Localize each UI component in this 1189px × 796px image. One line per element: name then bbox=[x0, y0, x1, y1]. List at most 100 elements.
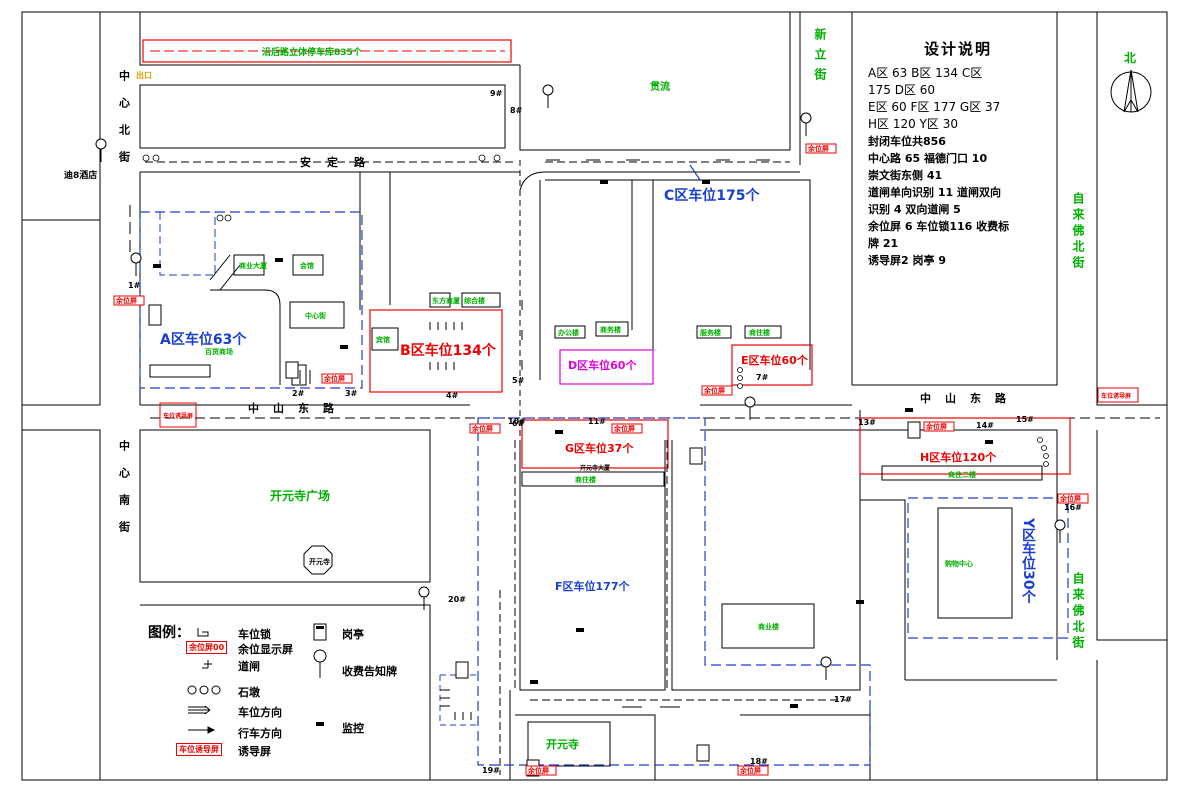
zone-a-outline bbox=[139, 211, 363, 389]
building-b5: 宾馆 bbox=[376, 335, 390, 344]
pagoda-label: 开元寺 bbox=[309, 557, 330, 566]
zone-e-outline bbox=[731, 344, 813, 386]
lock-icon bbox=[197, 628, 209, 637]
building-b6: 东方商厦 bbox=[432, 296, 461, 305]
gate-15: 15# bbox=[1016, 415, 1034, 424]
guide-screen-1: 车位诱导屏 bbox=[163, 412, 193, 420]
design-note-line: 封闭车位共856 bbox=[868, 135, 946, 148]
remain-screens: 余位屏 余位屏 余位屏 余位屏 余位屏 余位屏 余位屏 余位屏 余位屏 余位屏 … bbox=[113, 143, 1131, 776]
zone-h-label: H区车位120个 bbox=[920, 450, 997, 464]
kaiyuansi-label: 开元寺 bbox=[546, 737, 579, 751]
design-note-line: 诱导屏2 岗亭 9 bbox=[868, 254, 946, 267]
street-zhongshan-right: 中山东路 bbox=[920, 391, 1020, 405]
gate-10: 10# bbox=[508, 417, 526, 426]
gate-4: 4# bbox=[446, 391, 459, 400]
gate-5: 5# bbox=[512, 376, 525, 385]
building-b7: 综合楼 bbox=[464, 296, 485, 305]
design-note-line: 牌 21 bbox=[868, 237, 899, 250]
stone-bollards bbox=[142, 154, 1049, 467]
remain-screen-3: 余位屏 bbox=[807, 144, 829, 153]
building-b10: 服务楼 bbox=[700, 328, 721, 337]
remain-screen-5: 余位屏 bbox=[613, 424, 635, 433]
gate-17: 17# bbox=[834, 695, 852, 704]
building-b8: 办公楼 bbox=[558, 328, 579, 337]
zone-f-label: F区车位177个 bbox=[555, 579, 630, 593]
remain-screen-2: 余位屏 bbox=[323, 374, 345, 383]
design-notes: 设计说明 A区 63 B区 134 C区 175 D区 60 E区 60 F区 … bbox=[868, 38, 1048, 269]
stone-icon bbox=[187, 685, 197, 695]
legend-remain-label: 余位显示屏 bbox=[238, 643, 293, 656]
gate-20: 20# bbox=[448, 595, 466, 604]
street-zhongxin-nan: 中心南街 bbox=[118, 439, 132, 548]
zone-g-outline bbox=[521, 419, 669, 469]
north-compass bbox=[1110, 69, 1152, 113]
toll-sign-icon bbox=[313, 649, 327, 663]
map-frame bbox=[21, 11, 1168, 781]
design-note-line: A区 63 B区 134 C区 bbox=[868, 66, 983, 80]
remain-screen-4: 余位屏 bbox=[471, 424, 493, 433]
legend-drive-dir-label: 行车方向 bbox=[238, 727, 282, 740]
gate-6: 6# bbox=[512, 419, 525, 428]
remain-screen-8: 余位屏 bbox=[1059, 494, 1081, 503]
zone-e-label: E区车位60个 bbox=[741, 353, 809, 367]
camera-icon bbox=[316, 722, 324, 726]
legend-stone-label: 石墩 bbox=[238, 686, 260, 699]
remain-screen-9: 余位屏 bbox=[527, 766, 549, 775]
street-zhongxin-bei: 中心北街 bbox=[118, 69, 132, 178]
zone-d-outline bbox=[559, 349, 654, 385]
direction-arrows bbox=[129, 159, 770, 720]
zone-d-label: D区车位60个 bbox=[568, 358, 637, 372]
kaiyuansi-qian: 开元寺大厦 bbox=[580, 464, 611, 472]
top-banner-label: 沿后路立体停车库835个 bbox=[262, 46, 363, 58]
legend-lock-label: 车位锁 bbox=[238, 628, 271, 641]
hotel-label: 迪8酒店 bbox=[64, 169, 97, 181]
gate-19: 19# bbox=[482, 766, 500, 775]
exit-label: 出口 bbox=[136, 70, 152, 80]
building-boxes bbox=[149, 254, 1139, 767]
remain-screen-6: 余位屏 bbox=[703, 386, 725, 395]
street-zisongfo-top: 自来佛北街 bbox=[1071, 191, 1085, 272]
booth-icons bbox=[148, 304, 921, 777]
zone-y-label: Y区车位30个 bbox=[1020, 517, 1037, 604]
legend-camera-label: 监控 bbox=[342, 722, 364, 735]
legend-symbols bbox=[187, 623, 327, 734]
gate-16: 16# bbox=[1064, 503, 1082, 512]
gate-2: 2# bbox=[292, 389, 305, 398]
gate-8: 8# bbox=[510, 106, 523, 115]
design-note-line: 道闸单向识别 11 道闸双向 bbox=[868, 186, 1001, 199]
design-note-line: 崇文街东侧 41 bbox=[868, 169, 943, 182]
zone-h-outline bbox=[859, 417, 1071, 475]
remain-screen-7: 余位屏 bbox=[925, 422, 947, 431]
legend-title: 图例： bbox=[148, 625, 190, 641]
street-zhongshan-left: 中山东路 bbox=[248, 401, 348, 415]
guanliu-label: 贯流 bbox=[650, 80, 670, 93]
drive-dir-icon bbox=[188, 726, 216, 734]
legend-toll-label: 收费告知牌 bbox=[342, 665, 397, 678]
building-b3: 中心街 bbox=[305, 311, 326, 320]
street-anding: 安定路 bbox=[300, 155, 381, 169]
design-note-line: H区 120 Y区 30 bbox=[868, 117, 958, 131]
zone-g-label: G区车位37个 bbox=[565, 441, 634, 455]
parking-dir-icon bbox=[188, 705, 211, 715]
building-b9: 商务楼 bbox=[600, 325, 621, 334]
legend-guide-label: 诱导屏 bbox=[238, 745, 271, 758]
guide-screen-2: 车位诱导屏 bbox=[1101, 392, 1131, 400]
street-zisongfo-bottom: 自来佛北街 bbox=[1071, 571, 1085, 652]
design-notes-title: 设计说明 bbox=[923, 40, 992, 58]
zone-b-outline bbox=[369, 309, 503, 393]
design-note-line: E区 60 F区 177 G区 37 bbox=[868, 100, 1001, 114]
remain-screen-1: 余位屏 bbox=[115, 296, 137, 305]
legend-barrier-label: 道闸 bbox=[238, 660, 260, 673]
legend-booth-label: 岗亭 bbox=[342, 628, 364, 641]
zone-c-label: C区车位175个 bbox=[664, 187, 760, 204]
gate-9: 9# bbox=[490, 89, 503, 98]
design-note-line: 余位屏 6 车位锁116 收费标 bbox=[868, 220, 1010, 233]
gate-13: 13# bbox=[858, 418, 876, 427]
gate-11: 11# bbox=[588, 417, 606, 426]
monitor-icons bbox=[153, 180, 993, 708]
legend-remain-sample: 余位屏00 bbox=[186, 641, 228, 654]
legend-parking-dir-label: 车位方向 bbox=[238, 706, 282, 719]
design-note-line: 175 D区 60 bbox=[868, 83, 936, 97]
zone-f-outline bbox=[477, 417, 871, 766]
